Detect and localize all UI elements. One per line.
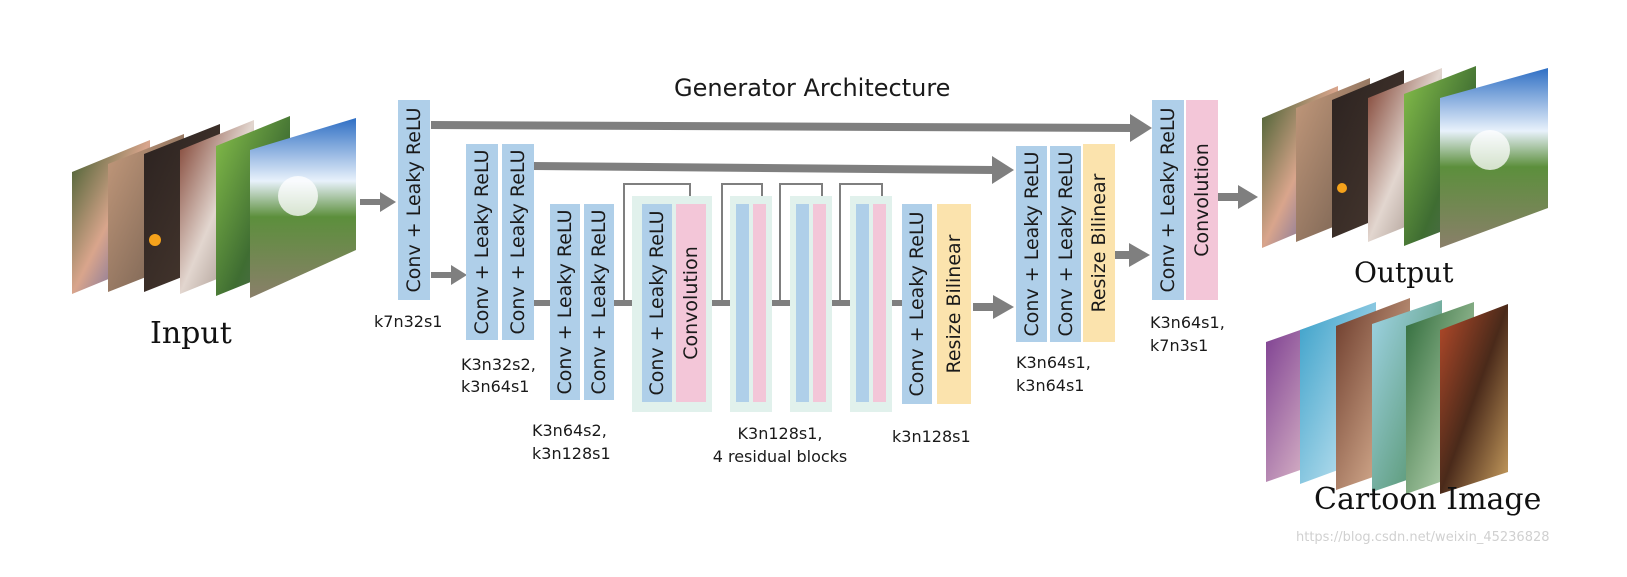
- residual-skip-4: [839, 183, 883, 303]
- upsample1-resize-label: Resize Bilinear: [943, 234, 965, 374]
- final-convolution-block: Convolution: [1186, 100, 1218, 300]
- residual-block-1-conv: Conv + Leaky ReLU: [642, 204, 672, 402]
- upsample1-conv-block: Conv + Leaky ReLU: [902, 204, 932, 404]
- residual-block-3-conv: [796, 204, 809, 402]
- stage3-caption-line2: k3n128s1: [532, 444, 611, 463]
- residual-conv-label: Conv + Leaky ReLU: [646, 210, 668, 396]
- upsample1-conv-label: Conv + Leaky ReLU: [906, 211, 928, 397]
- arrow-up1-head: [993, 295, 1014, 319]
- residual-block-2-convolution: [753, 204, 766, 402]
- arrow-stage1-shaft: [431, 272, 451, 278]
- upsample2-conv-label-1: Conv + Leaky ReLU: [1020, 151, 1043, 337]
- stage3-conv-block-2: Conv + Leaky ReLU: [584, 204, 614, 400]
- input-photo-6-cloud: [278, 176, 318, 216]
- output-label: Output: [1354, 256, 1454, 289]
- arrow-input-head: [380, 192, 396, 212]
- final-conv-label: Conv + Leaky ReLU: [1157, 107, 1179, 293]
- stage1-conv-block: Conv + Leaky ReLU: [398, 100, 430, 300]
- residual-caption-line1: K3n128s1,: [737, 424, 823, 443]
- arrow-stage1-head: [451, 265, 467, 285]
- input-label: Input: [150, 316, 232, 351]
- upsample2-conv-block-2: Conv + Leaky ReLU: [1050, 146, 1081, 342]
- upsample2-conv-block-1: Conv + Leaky ReLU: [1016, 146, 1047, 342]
- residual-skip-2: [721, 183, 763, 303]
- stage2-caption-line2: k3n64s1: [461, 377, 530, 396]
- connector-stage2-stage3: [533, 300, 550, 306]
- residual-block-3-convolution: [813, 204, 826, 402]
- final-conv-block: Conv + Leaky ReLU: [1152, 100, 1184, 300]
- residual-block-2-conv: [736, 204, 749, 402]
- connector-res4-up1: [892, 300, 902, 306]
- final-caption-line2: k7n3s1: [1150, 336, 1209, 355]
- residual-skip-1: [623, 183, 691, 303]
- watermark: https://blog.csdn.net/weixin_45236828: [1296, 530, 1550, 545]
- upsample1-caption: k3n128s1: [892, 427, 971, 446]
- stage3-conv-label-2: Conv + Leaky ReLU: [588, 209, 610, 395]
- upsample2-conv-label-2: Conv + Leaky ReLU: [1054, 151, 1077, 337]
- residual-skip-3: [779, 183, 823, 303]
- upsample2-resize-label: Resize Bilinear: [1088, 173, 1110, 313]
- arrow-up2-head: [1129, 243, 1150, 267]
- residual-block-1: Conv + Leaky ReLU Convolution: [632, 196, 712, 412]
- skip-arrow-top-head: [1130, 114, 1152, 142]
- final-convolution-label: Convolution: [1191, 143, 1213, 257]
- stage3-conv-label-1: Conv + Leaky ReLU: [554, 209, 576, 395]
- cartoon-image-6: [1440, 304, 1508, 494]
- stage2-conv-block-1: Conv + Leaky ReLU: [466, 144, 498, 340]
- upsample2-caption-line1: K3n64s1,: [1016, 353, 1091, 372]
- residual-block-3: [790, 196, 832, 412]
- arrow-output-shaft: [1218, 193, 1240, 201]
- arrow-up2-shaft: [1115, 251, 1131, 259]
- stage3-conv-block-1: Conv + Leaky ReLU: [550, 204, 580, 400]
- residual-convolution-label: Convolution: [680, 246, 702, 360]
- residual-block-4-convolution: [873, 204, 886, 402]
- input-photo-3-light: [149, 234, 161, 246]
- residual-block-4-conv: [856, 204, 869, 402]
- stage2-caption-line1: K3n32s2,: [461, 355, 536, 374]
- upsample2-resize-block: Resize Bilinear: [1083, 144, 1115, 342]
- stage2-conv-label-1: Conv + Leaky ReLU: [471, 149, 493, 335]
- output-photo-6-cloud: [1470, 130, 1510, 170]
- residual-block-2: [730, 196, 772, 412]
- arrow-input-shaft: [360, 199, 380, 205]
- stage2-conv-block-2: Conv + Leaky ReLU: [502, 144, 534, 340]
- residual-block-1-convolution: Convolution: [676, 204, 706, 402]
- skip-arrow-middle-head: [992, 156, 1014, 184]
- stage3-caption-line1: K3n64s2,: [532, 421, 607, 440]
- skip-arrow-top-shaft: [431, 121, 1132, 132]
- stage1-caption: k7n32s1: [374, 312, 443, 331]
- diagram-title: Generator Architecture: [674, 74, 951, 102]
- arrow-output-head: [1238, 185, 1258, 209]
- residual-caption-line2: 4 residual blocks: [712, 447, 848, 466]
- upsample2-caption-line2: k3n64s1: [1016, 376, 1085, 395]
- stage2-conv-label-2: Conv + Leaky ReLU: [507, 149, 529, 335]
- skip-arrow-middle-shaft: [533, 162, 994, 174]
- output-photo-3-light: [1337, 183, 1347, 193]
- final-caption-line1: K3n64s1,: [1150, 313, 1225, 332]
- arrow-up1-shaft: [973, 303, 995, 311]
- stage1-conv-label: Conv + Leaky ReLU: [403, 107, 425, 293]
- cartoon-image-label: Cartoon Image: [1314, 482, 1542, 517]
- residual-block-4: [850, 196, 892, 412]
- connector-stage3-res: [612, 300, 632, 306]
- upsample1-resize-block: Resize Bilinear: [937, 204, 971, 404]
